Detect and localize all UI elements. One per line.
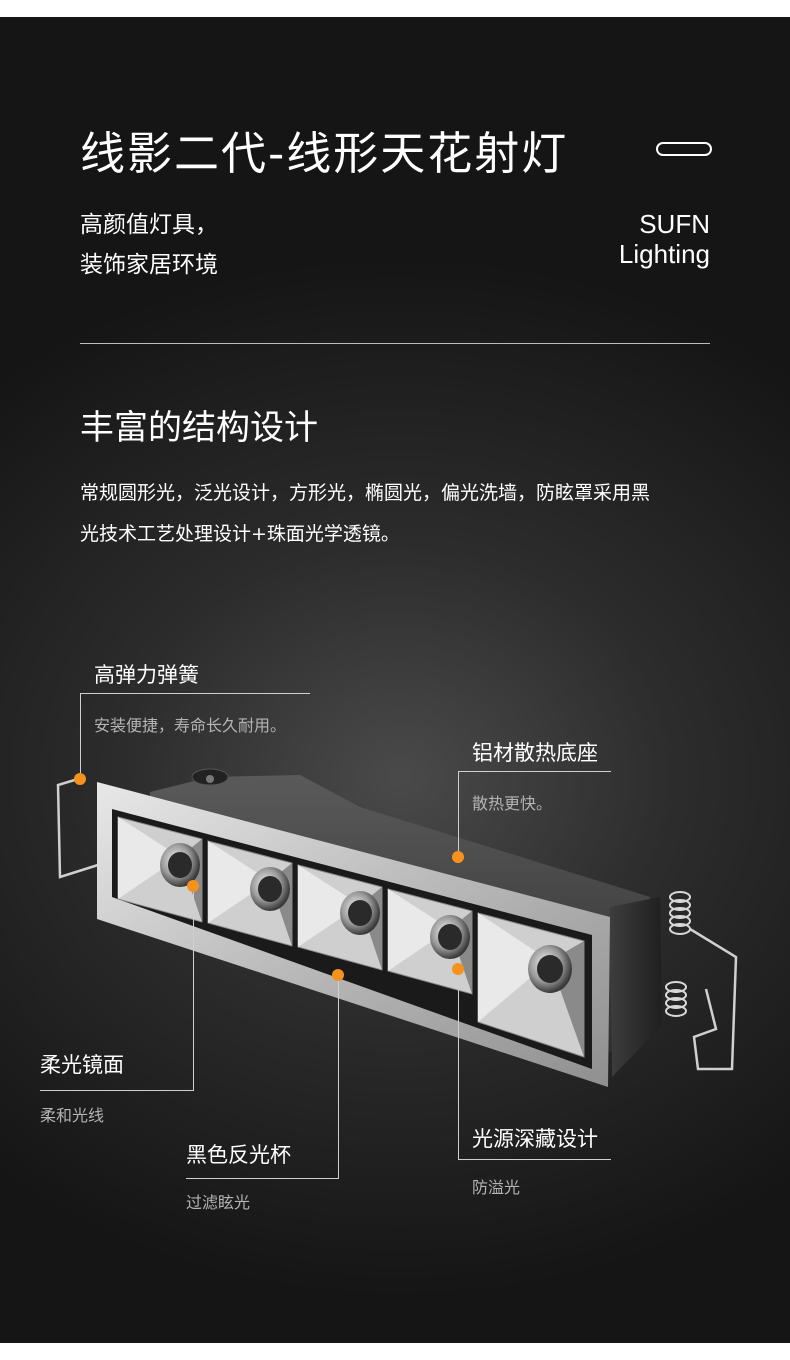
callout-mirror-line	[40, 1090, 194, 1091]
callout-dot-cup	[332, 969, 344, 981]
linear-spotlight-illustration	[56, 768, 738, 1087]
divider	[80, 343, 710, 344]
callout-dot-base	[452, 851, 464, 863]
callout-dot-mirror	[187, 880, 199, 892]
callout-spring-line	[80, 693, 310, 694]
product-panel: 线影二代-线形天花射灯 高颜值灯具， 装饰家居环境 SUFN Lighting …	[0, 17, 790, 1343]
callout-spring-note: 安装便捷，寿命长久耐用。	[94, 716, 287, 735]
brand-name: SUFN	[639, 209, 710, 239]
spring-wire-left	[56, 777, 99, 879]
callout-cup-title: 黑色反光杯	[186, 1143, 291, 1167]
reflector-cells	[117, 816, 585, 1058]
page-title: 线影二代-线形天花射灯	[80, 127, 569, 180]
subtitle-line-1: 高颜值灯具，	[80, 212, 218, 238]
callout-deep-note: 防溢光	[472, 1178, 521, 1197]
section-desc-line-1: 常规圆形光，泛光设计，方形光，椭圆光，偏光洗墙，防眩罩采用黑	[80, 482, 651, 504]
subtitle-line-2: 装饰家居环境	[80, 252, 218, 278]
spring-coil-lower	[665, 981, 687, 1017]
callout-cup-line	[186, 1178, 339, 1179]
callout-cup-note: 过滤眩光	[186, 1193, 251, 1212]
section-desc-line-2: 光技术工艺处理设计+珠面光学透镜。	[80, 523, 400, 545]
callout-base-note: 散热更快。	[472, 794, 553, 813]
section-heading: 丰富的结构设计	[80, 408, 318, 448]
brand-tagline: Lighting	[618, 239, 710, 269]
callout-base-line	[458, 771, 611, 772]
callout-dot-spring	[74, 773, 86, 785]
spring-coil-upper	[669, 891, 691, 935]
callout-deep-line	[458, 1159, 611, 1160]
callout-base-title: 铝材散热底座	[472, 741, 598, 765]
callout-spring-title: 高弹力弹簧	[94, 663, 199, 687]
pill-decoration	[656, 142, 712, 156]
callout-mirror-note: 柔和光线	[40, 1106, 105, 1125]
callout-dot-deep	[452, 963, 464, 975]
callout-deep-title: 光源深藏设计	[472, 1127, 598, 1151]
callout-mirror-title: 柔光镜面	[40, 1053, 124, 1077]
spring-wire-right	[689, 927, 738, 1071]
